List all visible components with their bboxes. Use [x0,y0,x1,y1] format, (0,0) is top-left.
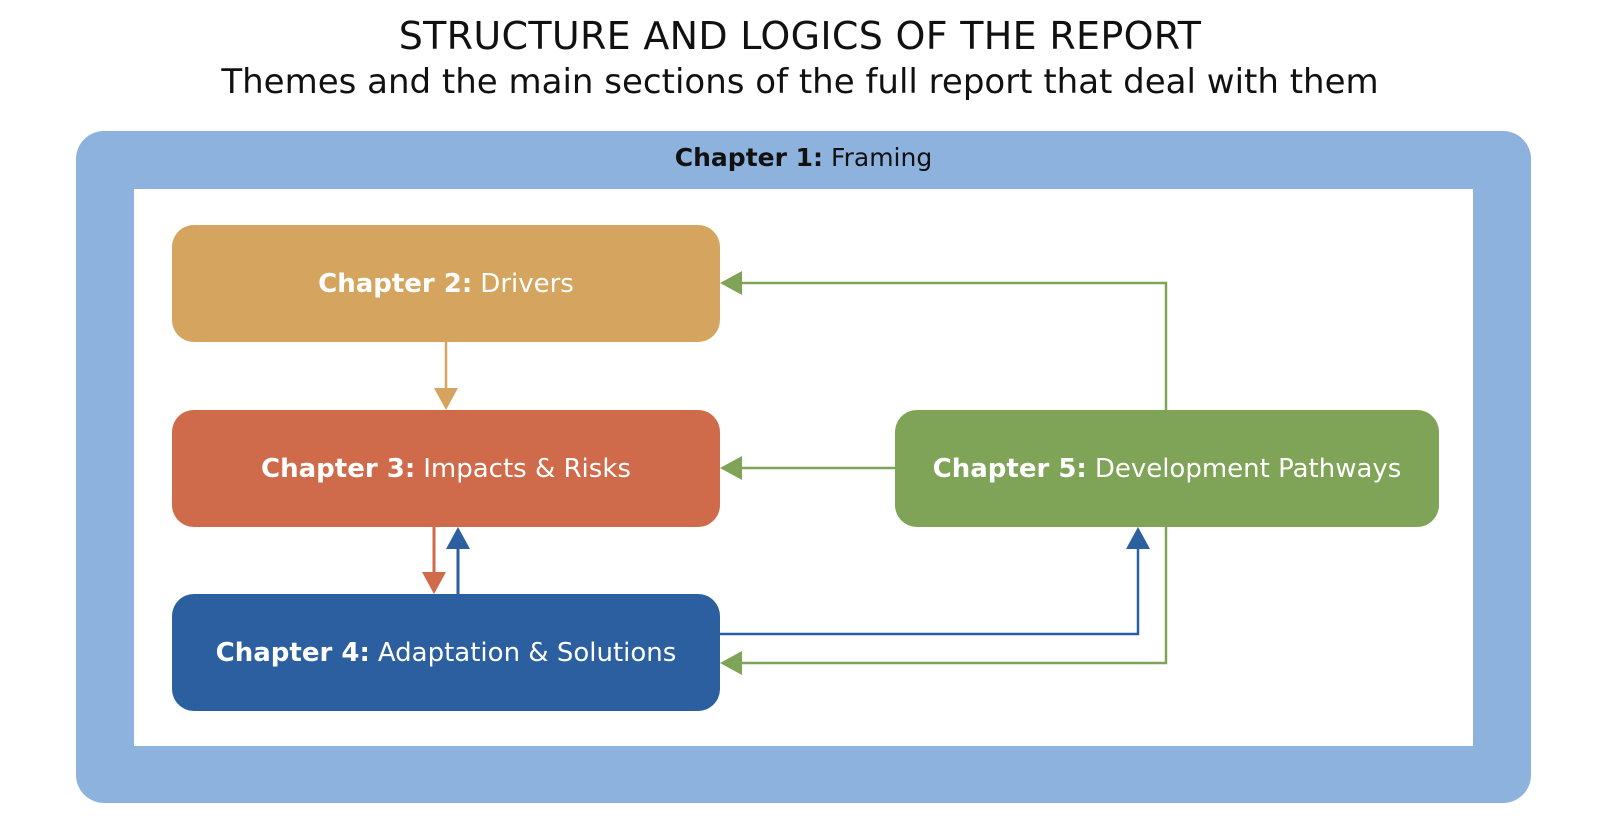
arrow-adaptation-to-impacts [446,527,470,594]
arrow-adaptation-to-pathways [720,527,1150,636]
chapter-3-number: Chapter 3: [261,453,416,484]
chapter-2-number: Chapter 2: [318,268,473,299]
chapter-1-title: Framing [831,143,933,172]
arrow-drivers-to-impacts [434,342,458,410]
diagram-title: STRUCTURE AND LOGICS OF THE REPORT [398,14,1202,58]
chapter-4-title: Adaptation & Solutions [377,637,677,668]
chapter-3-title: Impacts & Risks [423,453,631,484]
chapter-2-title: Drivers [480,268,574,299]
chapter-1-number: Chapter 1: [674,143,824,172]
chapter-4-number: Chapter 4: [215,637,370,668]
chapter-5-number: Chapter 5: [932,453,1087,484]
chapter-3-box: Chapter 3:Impacts & Risks [172,410,720,527]
arrow-pathways-to-drivers [720,271,1168,410]
chapter-1-label: Chapter 1:Framing [76,143,1531,172]
chapter-2-box: Chapter 2:Drivers [172,225,720,342]
chapter-5-title: Development Pathways [1094,453,1402,484]
arrow-pathways-to-adaptation [720,527,1168,675]
diagram-subtitle: Themes and the main sections of the full… [221,62,1379,102]
arrow-impacts-to-adaptation [422,527,446,594]
chapter-5-box: Chapter 5:Development Pathways [895,410,1439,527]
arrow-pathways-to-impacts [720,456,895,480]
chapter-4-box: Chapter 4:Adaptation & Solutions [172,594,720,711]
